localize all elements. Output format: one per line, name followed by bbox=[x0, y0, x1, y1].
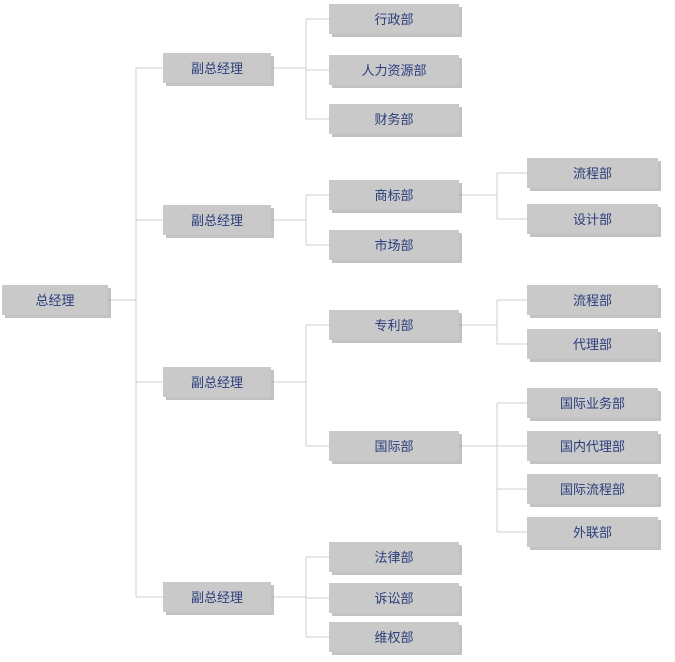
org-node-box bbox=[163, 53, 271, 83]
org-node: 设计部 bbox=[527, 204, 661, 237]
org-node-label: 代理部 bbox=[573, 338, 612, 353]
org-node-label: 维权部 bbox=[374, 630, 413, 646]
org-node-box bbox=[329, 104, 459, 134]
org-node-box bbox=[163, 582, 271, 612]
org-node-label: 财务部 bbox=[374, 112, 413, 128]
org-node-label: 法律部 bbox=[374, 551, 413, 566]
org-node-box bbox=[527, 474, 658, 504]
org-node-label: 总经理 bbox=[35, 294, 74, 309]
org-node-box bbox=[527, 517, 658, 547]
org-node-box bbox=[329, 583, 459, 613]
org-node-label: 副总经理 bbox=[191, 62, 243, 77]
org-node: 外联部 bbox=[527, 517, 661, 550]
org-node: 市场部 bbox=[329, 230, 462, 263]
org-node-box bbox=[527, 285, 658, 315]
org-node-box bbox=[329, 230, 459, 260]
org-node: 副总经理 bbox=[163, 367, 274, 400]
org-node-label: 副总经理 bbox=[191, 214, 243, 229]
org-node-label: 设计部 bbox=[573, 213, 612, 228]
org-node-box bbox=[329, 310, 459, 340]
org-node-label: 国际流程部 bbox=[560, 483, 625, 498]
org-node: 国内代理部 bbox=[527, 431, 661, 464]
org-node: 专利部 bbox=[329, 310, 462, 343]
org-node-box bbox=[527, 431, 658, 461]
org-node-label: 流程部 bbox=[573, 167, 612, 182]
org-node-label: 副总经理 bbox=[191, 376, 243, 391]
org-node-label: 流程部 bbox=[573, 294, 612, 309]
org-node: 国际部 bbox=[329, 431, 462, 464]
org-node: 行政部 bbox=[329, 4, 462, 37]
org-node-box bbox=[329, 622, 459, 652]
org-node: 总经理 bbox=[2, 285, 111, 318]
org-node-box bbox=[329, 431, 459, 461]
org-node-label: 行政部 bbox=[374, 13, 413, 28]
org-node-label: 国际部 bbox=[374, 440, 413, 455]
org-node-label: 商标部 bbox=[374, 189, 413, 204]
org-node-label: 诉讼部 bbox=[374, 592, 413, 607]
org-node-box bbox=[329, 4, 459, 34]
nodes: 总经理副总经理行政部人力资源部财务部副总经理商标部流程部设计部市场部副总经理专利… bbox=[2, 4, 661, 655]
org-node: 商标部 bbox=[329, 180, 462, 213]
org-node-box bbox=[329, 55, 459, 85]
org-node-box bbox=[527, 388, 658, 418]
org-node: 法律部 bbox=[329, 542, 462, 575]
org-node-label: 外联部 bbox=[573, 526, 612, 541]
org-node: 国际流程部 bbox=[527, 474, 661, 507]
org-node-box bbox=[163, 205, 271, 235]
org-node: 副总经理 bbox=[163, 582, 274, 615]
org-node-label: 市场部 bbox=[374, 238, 413, 254]
org-node-box bbox=[527, 204, 658, 234]
org-node-label: 国际业务部 bbox=[560, 396, 625, 412]
org-node: 流程部 bbox=[527, 158, 661, 191]
org-node: 人力资源部 bbox=[329, 55, 462, 88]
org-node-box bbox=[329, 180, 459, 210]
org-node: 维权部 bbox=[329, 622, 462, 655]
org-node: 流程部 bbox=[527, 285, 661, 318]
org-node-box bbox=[329, 542, 459, 572]
org-node: 财务部 bbox=[329, 104, 462, 137]
org-node: 国际业务部 bbox=[527, 388, 661, 421]
org-node: 副总经理 bbox=[163, 53, 274, 86]
org-node-label: 专利部 bbox=[374, 319, 413, 334]
connectors bbox=[108, 18, 527, 638]
org-node-label: 人力资源部 bbox=[361, 64, 426, 79]
org-node-box bbox=[163, 367, 271, 397]
org-node-box bbox=[527, 329, 658, 359]
org-node-box bbox=[527, 158, 658, 188]
org-node: 代理部 bbox=[527, 329, 661, 362]
org-node-label: 国内代理部 bbox=[560, 439, 625, 455]
org-node: 诉讼部 bbox=[329, 583, 462, 616]
org-node-box bbox=[2, 285, 108, 315]
org-node-label: 副总经理 bbox=[191, 591, 243, 606]
org-node: 副总经理 bbox=[163, 205, 274, 238]
